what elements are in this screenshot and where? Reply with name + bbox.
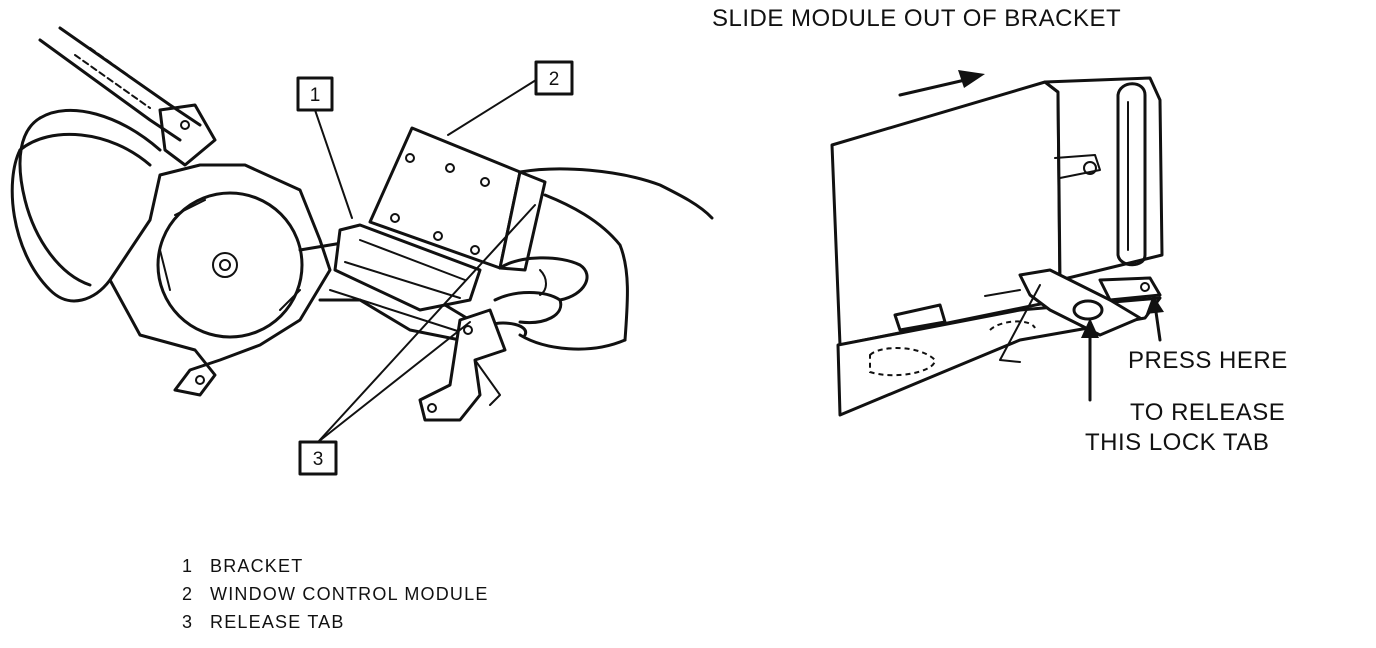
- legend-text: BRACKET: [210, 556, 304, 576]
- callout-3-label: 3: [313, 449, 324, 470]
- callout-1: 1: [296, 76, 353, 219]
- lock-tab-arrow-icon: [1081, 318, 1099, 402]
- press-here-label: PRESS HERE: [1128, 347, 1288, 374]
- left-illustration: 1 2 3: [10, 26, 714, 476]
- legend-text: WINDOW CONTROL MODULE: [210, 584, 489, 604]
- regulator-plate: [108, 103, 332, 397]
- hand-drawing: [488, 167, 714, 351]
- legend-item: 3 RELEASE TAB: [182, 608, 489, 636]
- release-tab-part: [418, 308, 507, 422]
- legend-num: 2: [182, 584, 194, 604]
- callout-1-label: 1: [310, 85, 321, 106]
- press-arrow-icon: [1146, 295, 1164, 342]
- legend-item: 2 WINDOW CONTROL MODULE: [182, 580, 489, 608]
- bracket-part: [333, 223, 482, 312]
- callout-2-label: 2: [549, 69, 560, 90]
- callout-2: 2: [447, 60, 574, 136]
- module-box: [830, 76, 1164, 347]
- lock-tab: [999, 268, 1162, 363]
- callout-3: 3: [298, 204, 536, 476]
- wire-harness: [38, 26, 202, 142]
- release-line-1: TO RELEASE: [1130, 399, 1285, 426]
- right-illustration: SLIDE MODULE OUT OF BRACKET: [712, 5, 1288, 456]
- legend-num: 3: [182, 612, 194, 632]
- legend-item: 1 BRACKET: [182, 552, 489, 580]
- right-title: SLIDE MODULE OUT OF BRACKET: [712, 5, 1121, 32]
- release-line-2: THIS LOCK TAB: [1085, 429, 1269, 456]
- module-bracket: [836, 289, 1162, 417]
- regulator-track: [10, 108, 162, 303]
- legend: 1 BRACKET 2 WINDOW CONTROL MODULE 3 RELE…: [182, 552, 489, 636]
- legend-text: RELEASE TAB: [210, 612, 345, 632]
- legend-num: 1: [182, 556, 194, 576]
- slide-arrow-icon: [898, 70, 985, 97]
